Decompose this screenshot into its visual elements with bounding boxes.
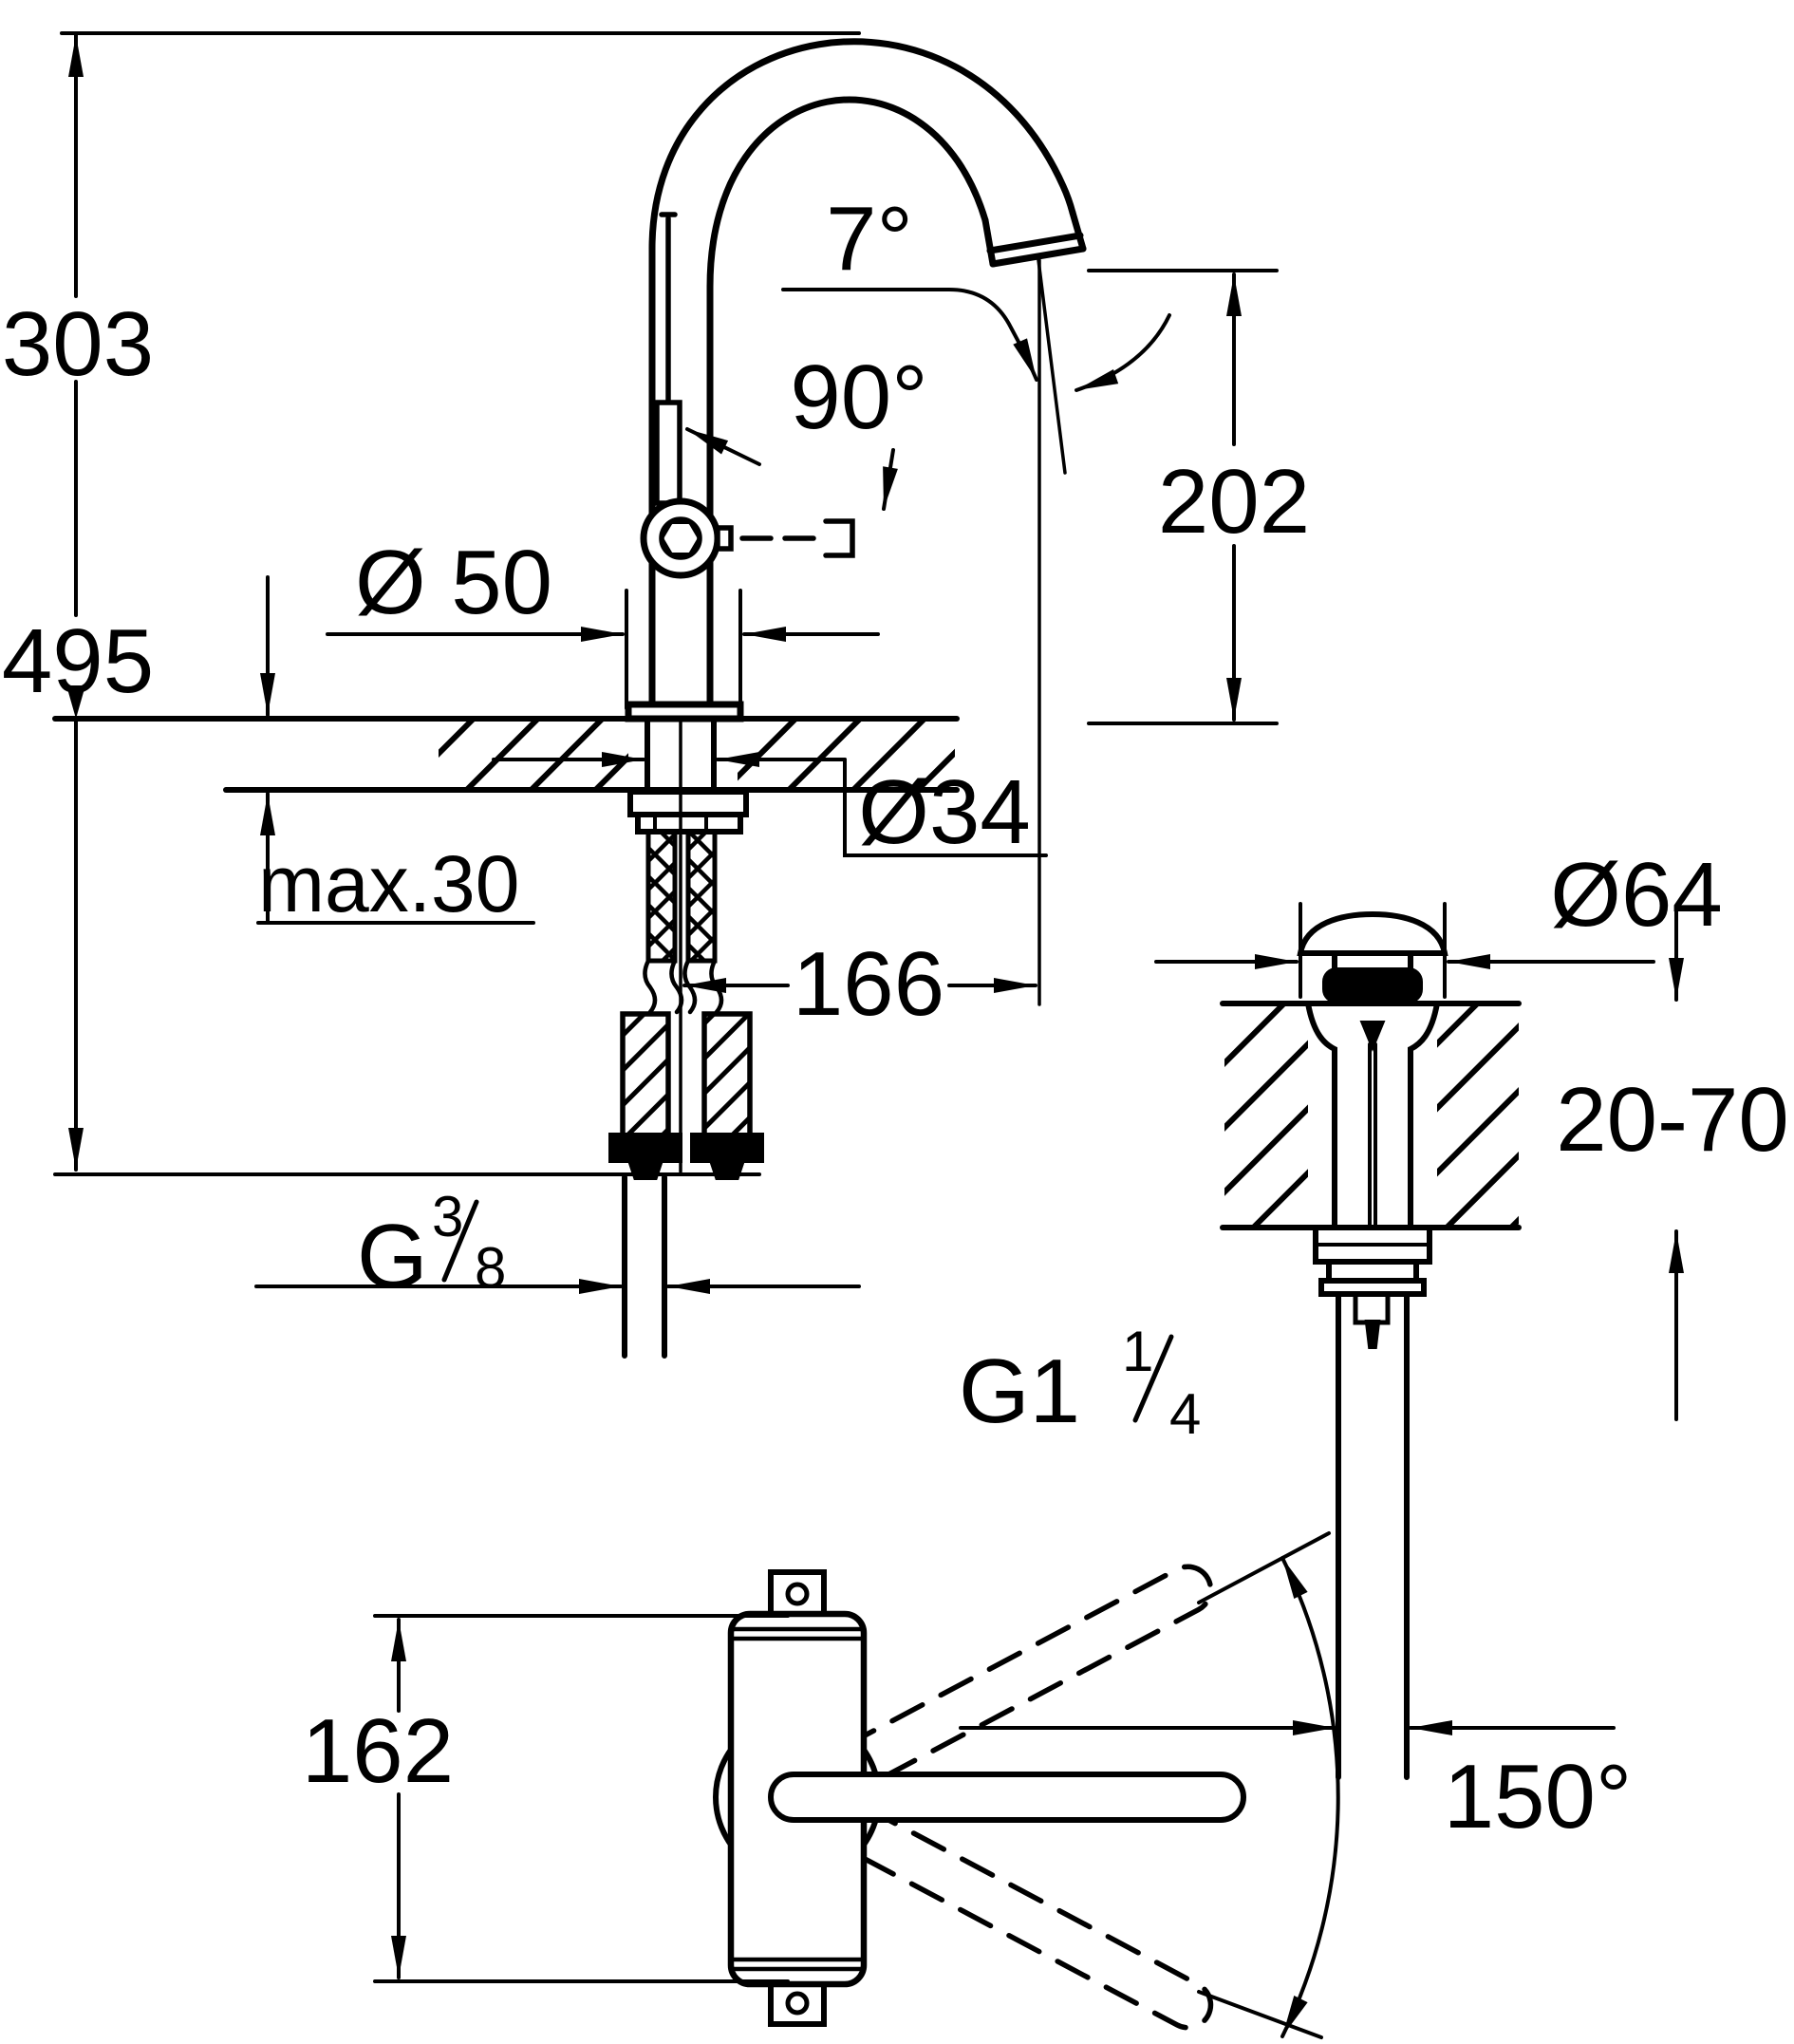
dim-supply-thread-lines	[254, 1199, 861, 1294]
dim-spout-tilt-lines	[781, 288, 1171, 392]
swivel-lever	[768, 1772, 1246, 1823]
tailpipe	[1336, 1291, 1410, 1780]
plug-stem	[1332, 950, 1413, 973]
drain-thread-denominator: 4	[1169, 1382, 1201, 1446]
dim-max-deck-thickness: max.30	[258, 839, 519, 928]
dim-drain-thread-lines	[959, 1334, 1616, 1735]
dim-base-diameter-lines	[326, 589, 880, 710]
dim-body-length-lines	[373, 1614, 790, 1983]
body-tab-top	[768, 1569, 827, 1619]
dim-deck-thickness-range: 20-70	[1556, 1069, 1789, 1171]
labels: 303 495 Ø 50 7° 90° 202 Ø34 max.30 166 G…	[2, 188, 1789, 1847]
drain-funnel-right	[1408, 1001, 1440, 1230]
deck-hatch-left	[439, 721, 628, 788]
lever-position-lower	[829, 1802, 1214, 2031]
supply-hose-right	[685, 829, 718, 964]
hub-side-boss	[715, 525, 734, 552]
dim-spout-tilt-angle: 7°	[826, 188, 913, 290]
supply-hose-left	[645, 829, 678, 964]
supply-thread-numerator: 3	[432, 1185, 463, 1248]
dim-overall-height: 495	[2, 610, 154, 712]
spout-outer-arc	[648, 38, 1076, 253]
dim-body-length: 162	[302, 1700, 454, 1802]
dim-handle-angle: 90°	[790, 347, 927, 448]
dim-plug-diameter-lines	[1154, 902, 1655, 999]
lever-body	[654, 400, 682, 506]
drain-view	[959, 902, 1684, 1780]
drain-funnel-left	[1305, 1001, 1337, 1230]
plug-dome	[1297, 910, 1448, 956]
dim-max-deck-arrows	[256, 575, 535, 925]
drain-plug	[1297, 910, 1448, 1003]
mounting-stud-left	[620, 1011, 671, 1138]
swivel-limit-upper	[1197, 1531, 1331, 1604]
supply-thread-label: G 3 8	[357, 1185, 506, 1307]
rod-end-tip	[1364, 1320, 1381, 1349]
dim-shank-diameter: Ø34	[858, 761, 1030, 863]
mounting-assembly	[608, 716, 764, 1359]
outlet-tilt-line	[1037, 258, 1067, 475]
dim-base-diameter: Ø 50	[355, 532, 552, 633]
swivel-arc	[1280, 1556, 1340, 2038]
main-view	[52, 31, 1279, 1359]
drain-deck-hatch-right	[1437, 1005, 1519, 1226]
dashed-lever-upper	[829, 1564, 1214, 1792]
deck-section	[52, 716, 960, 793]
mounting-stud-right	[701, 1011, 753, 1138]
spout-outlet-face	[986, 232, 1087, 268]
body-joint-lines	[730, 1626, 865, 1972]
slotted-ring-ticks	[653, 813, 708, 834]
drain-thread-numerator: 1	[1122, 1320, 1153, 1383]
drain-thread-label: G1 1 4	[959, 1320, 1201, 1446]
plug-seal	[1322, 967, 1423, 1003]
rod-end-block	[1353, 1291, 1391, 1325]
handle-assembly	[640, 212, 855, 579]
spout-outlet-walls	[981, 209, 1087, 268]
drain-body	[1305, 1001, 1440, 1780]
swivel-limit-lower	[1197, 1990, 1323, 2039]
supply-thread-prefix: G	[357, 1206, 428, 1307]
spout-inner-arc	[706, 96, 989, 291]
supply-pipe	[622, 1174, 667, 1359]
dashed-lever-lower	[829, 1802, 1214, 2031]
dim-lines-303-495	[66, 33, 85, 1172]
pop-rod-top	[1359, 1021, 1386, 1052]
body-tab-bottom	[768, 1978, 827, 2027]
dim-outlet-height: 202	[1158, 451, 1310, 553]
hose-break-left	[643, 958, 684, 1015]
pop-rod	[1368, 1042, 1377, 1229]
dim-swivel-angle: 150°	[1444, 1746, 1633, 1847]
tab-hole-bottom	[785, 1991, 810, 2016]
base-flange	[625, 701, 744, 722]
faucet-body	[625, 38, 1087, 722]
dim-plug-diameter: Ø64	[1550, 844, 1722, 946]
dim-spout-reach: 166	[793, 933, 944, 1035]
tab-hole-top	[785, 1582, 810, 1606]
dim-swivel-angle-lines	[1197, 1531, 1340, 2039]
mounting-shank	[645, 716, 717, 795]
lever-position-upper	[829, 1564, 1214, 1792]
dim-handle-angle-lines	[685, 427, 898, 511]
stud-nut-left	[608, 1133, 682, 1163]
lever-axis-bracket	[823, 518, 855, 558]
locknut	[627, 789, 749, 817]
drain-thread-prefix: G1	[959, 1341, 1080, 1442]
dim-height-deck-to-top: 303	[2, 293, 154, 395]
hub-hex-socket	[659, 520, 702, 556]
dim-shank-diameter-lines	[492, 752, 1048, 857]
top-view	[373, 1531, 1340, 2039]
stud-nut-right	[690, 1133, 764, 1163]
supply-thread-denominator: 8	[475, 1236, 506, 1300]
drain-deck-hatch-left	[1224, 1005, 1308, 1226]
